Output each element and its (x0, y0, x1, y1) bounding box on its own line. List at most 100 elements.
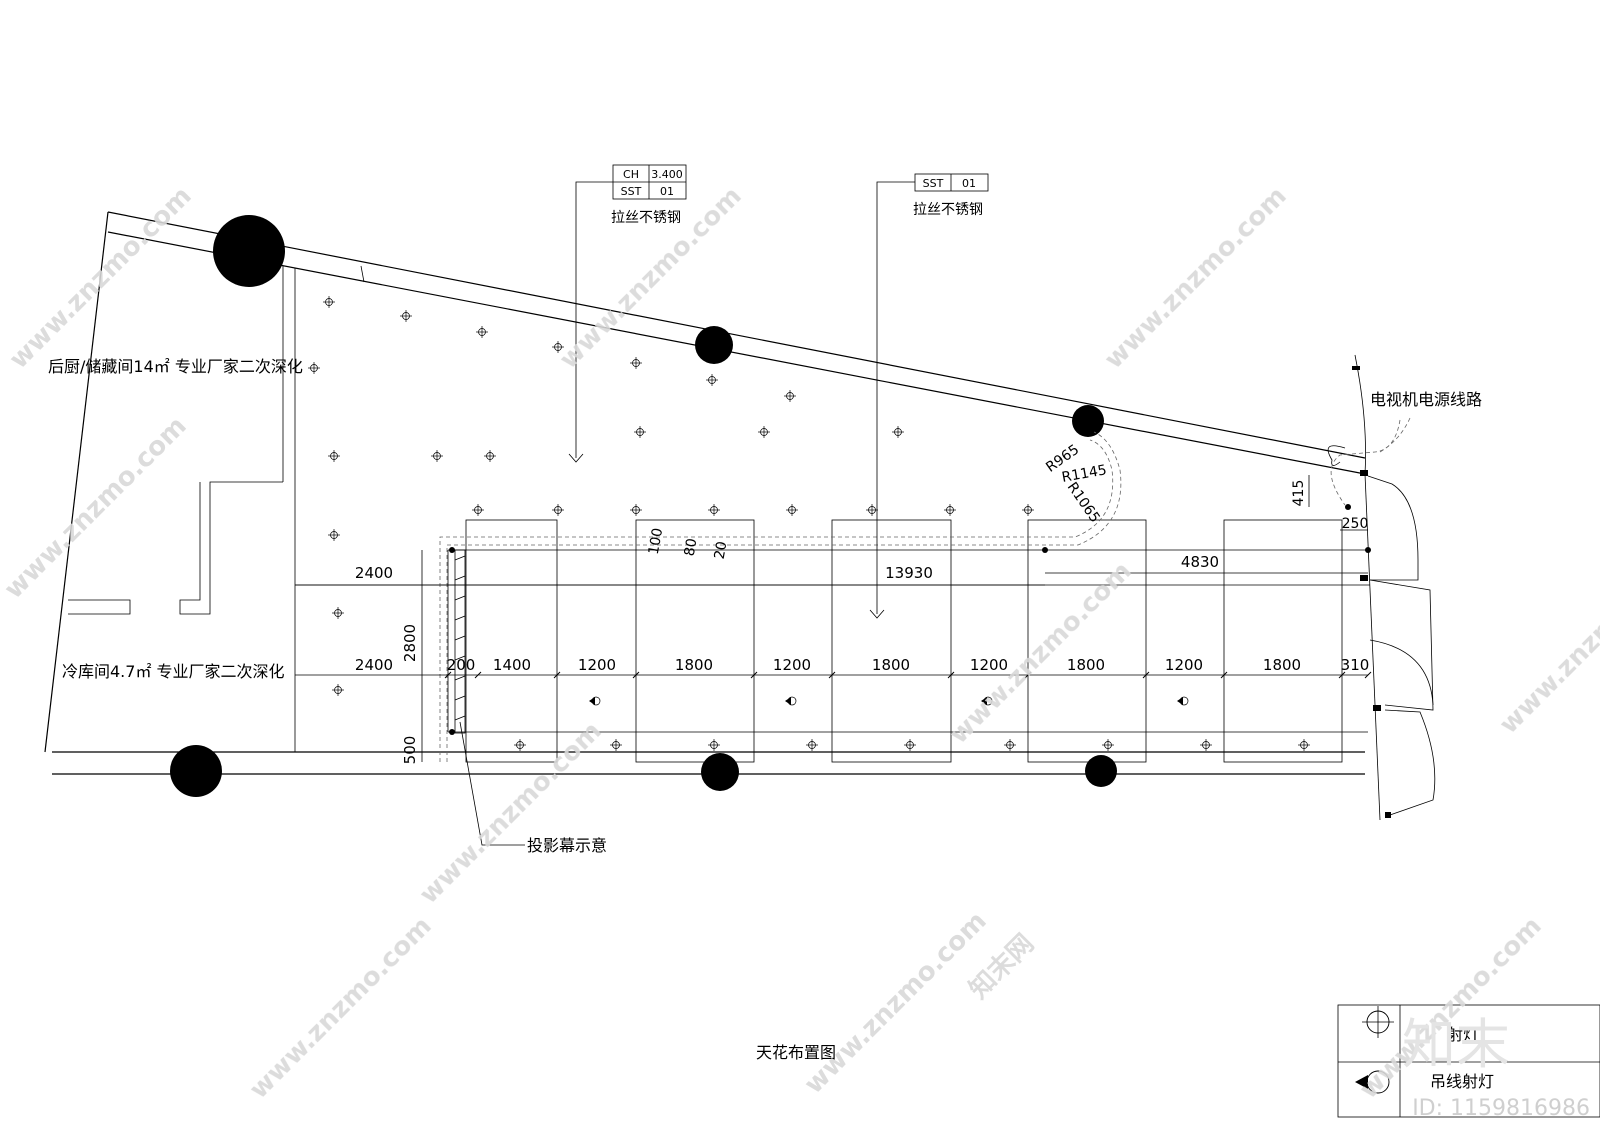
spotlight-icon (610, 739, 622, 751)
room-label-cold-storage: 冷库间4.7㎡ 专业厂家二次深化 (62, 662, 285, 681)
dimension-tick (750, 671, 758, 679)
dim-415: 415 (1291, 480, 1307, 507)
spotlight-icon (328, 529, 340, 541)
spotlight-icon (784, 390, 796, 402)
legend-box: 射灯 吊线射灯 (1337, 1004, 1600, 1118)
dim-row-label: 1200 (578, 656, 616, 674)
tv-power-note: 电视机电源线路 (1370, 390, 1482, 409)
watermark-text: www.znzmo.com (244, 911, 438, 1105)
spotlight-icon (786, 504, 798, 516)
watermark-text: www.znzmo.com (1099, 181, 1293, 375)
column (695, 326, 733, 364)
spotlight-icon (892, 426, 904, 438)
structural-columns (170, 215, 1117, 797)
tag1-value1: 3.400 (651, 168, 683, 181)
pendant-light-group (589, 696, 1189, 706)
dim-mid-2400: 2400 (355, 656, 393, 674)
spotlight-icon (866, 504, 878, 516)
dimension-lines (295, 475, 1368, 762)
spotlight-icon (472, 504, 484, 516)
pendant-spotlight-icon (785, 696, 797, 706)
dim-h500: 500 (401, 736, 419, 765)
spotlight-icon (1022, 504, 1034, 516)
spotlight-icon (552, 504, 564, 516)
dim-row-label: 200 (447, 656, 476, 674)
dim-100: 100 (646, 527, 666, 556)
spotlight-icon (476, 326, 488, 338)
watermark-text: www.znzmo.com (1494, 546, 1600, 740)
dimension-tick (553, 671, 561, 679)
dimension-tick (1338, 671, 1346, 679)
spotlight-icon (708, 739, 720, 751)
dim-r1145: R1145 (1061, 462, 1108, 486)
watermark-layer: www.znzmo.com www.znzmo.com www.znzmo.co… (0, 181, 1600, 1105)
spotlight-icon (308, 362, 320, 374)
column (1085, 755, 1117, 787)
material-tag-2: SST 01 拉丝不锈钢 (869, 173, 989, 619)
dimension-labels: 2400 13930 4830 2400 2800 500 100 80 20 … (355, 442, 1368, 765)
dim-row-label: 1200 (1165, 656, 1203, 674)
column (1072, 405, 1104, 437)
spotlight-icon (514, 739, 526, 751)
ceiling-panel (1027, 519, 1147, 763)
column (701, 753, 739, 791)
spotlight-icon (630, 504, 642, 516)
ceiling-panels (465, 519, 1343, 763)
dim-20: 20 (712, 540, 731, 560)
dim-h2800: 2800 (401, 624, 419, 662)
spotlight-icon (400, 310, 412, 322)
dimension-tick (1364, 671, 1372, 679)
spotlight-icon (806, 739, 818, 751)
dim-row-label: 1200 (773, 656, 811, 674)
watermark-text: www.znzmo.com (0, 411, 193, 605)
spotlight-icon (332, 684, 344, 696)
pendant-spotlight-icon (981, 696, 993, 706)
dim-row-label: 1200 (970, 656, 1008, 674)
dimension-tick (632, 671, 640, 679)
watermark-text: www.znzmo.com (799, 906, 993, 1100)
dim-r1065: R1065 (1064, 480, 1103, 526)
spotlight-icon (552, 341, 564, 353)
tag1-note: 拉丝不锈钢 (611, 210, 681, 226)
dim-row-label: 1400 (493, 656, 531, 674)
column (170, 745, 222, 797)
dimension-tick (828, 671, 836, 679)
spotlight-icon (706, 374, 718, 386)
projection-screen (454, 549, 466, 734)
watermark-id: ID: 1159816986 (1412, 1096, 1590, 1121)
dim-row-label: 1800 (1263, 656, 1301, 674)
spotlight-icon (332, 607, 344, 619)
material-tag-1: CH 3.400 SST 01 拉丝不锈钢 (568, 164, 687, 463)
dimension-tick (444, 671, 452, 679)
tag2-value1: 01 (962, 177, 976, 190)
spotlight-icon (630, 357, 642, 369)
dimension-tick (947, 671, 955, 679)
ceiling-panel (465, 519, 558, 763)
ceiling-panel (831, 519, 952, 763)
spotlight-icon (634, 426, 646, 438)
dimension-tick (1220, 671, 1228, 679)
dim-top-2400: 2400 (355, 564, 393, 582)
door-area (1327, 354, 1436, 821)
dimension-tick (1024, 671, 1032, 679)
spotlight-icon (1200, 739, 1212, 751)
spotlight-legend-icon (1362, 1006, 1394, 1038)
room-label-kitchen: 后厨/储藏间14㎡ 专业厂家二次深化 (48, 357, 303, 376)
tag1-key1: CH (623, 168, 639, 181)
dim-total: 13930 (885, 564, 933, 582)
spotlight-icon (1102, 739, 1114, 751)
dim-row-label: 1800 (872, 656, 910, 674)
dim-80: 80 (682, 537, 701, 557)
spotlight-icon (323, 296, 335, 308)
spotlight-icon (328, 450, 340, 462)
steel-channel (439, 431, 1371, 762)
tag1-value2: 01 (660, 185, 674, 198)
legend-pendant-label: 吊线射灯 (1430, 1072, 1494, 1091)
dim-row-label: 1800 (675, 656, 713, 674)
watermark-logo: 知末 (1402, 1013, 1510, 1076)
watermark-text: www.znzmo.com (4, 181, 198, 375)
dim-row-label: 310 (1341, 656, 1370, 674)
tag2-key1: SST (923, 177, 944, 190)
dim-row-label: 1800 (1067, 656, 1105, 674)
